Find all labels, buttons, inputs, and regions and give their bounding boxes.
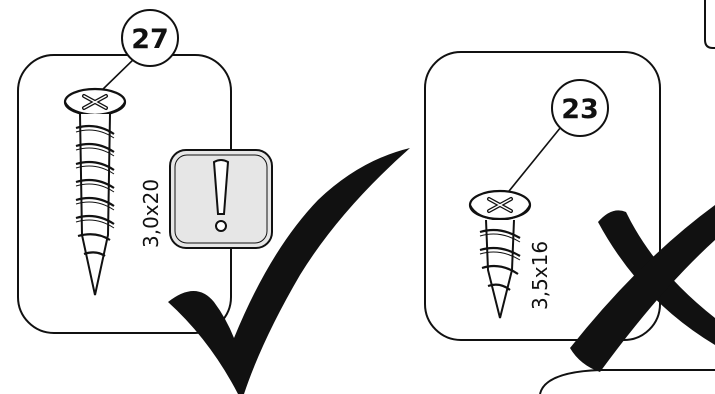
cross-icon	[570, 205, 715, 372]
part-number-label: 27	[131, 24, 169, 55]
screw-size-label: 3,0x20	[139, 179, 163, 248]
part-number-label: 23	[561, 94, 599, 125]
callout-line	[504, 121, 566, 197]
checkmark-icon	[168, 148, 410, 394]
adjacent-panel-top-edge	[704, 0, 715, 49]
incorrect-screw-panel: 23 3,5x16	[424, 51, 661, 341]
long-screw-icon	[63, 87, 127, 296]
short-screw-icon	[468, 189, 532, 319]
part-number-circle	[121, 9, 179, 67]
screw-size-label: 3,5x16	[528, 241, 552, 310]
callout-line	[99, 54, 139, 93]
part-number-circle	[551, 79, 609, 137]
exclamation-icon	[212, 159, 230, 232]
correct-screw-panel: 27 3,0x20	[17, 9, 273, 334]
adjacent-panel-bottom-edge	[539, 369, 715, 394]
warning-box	[169, 149, 273, 249]
